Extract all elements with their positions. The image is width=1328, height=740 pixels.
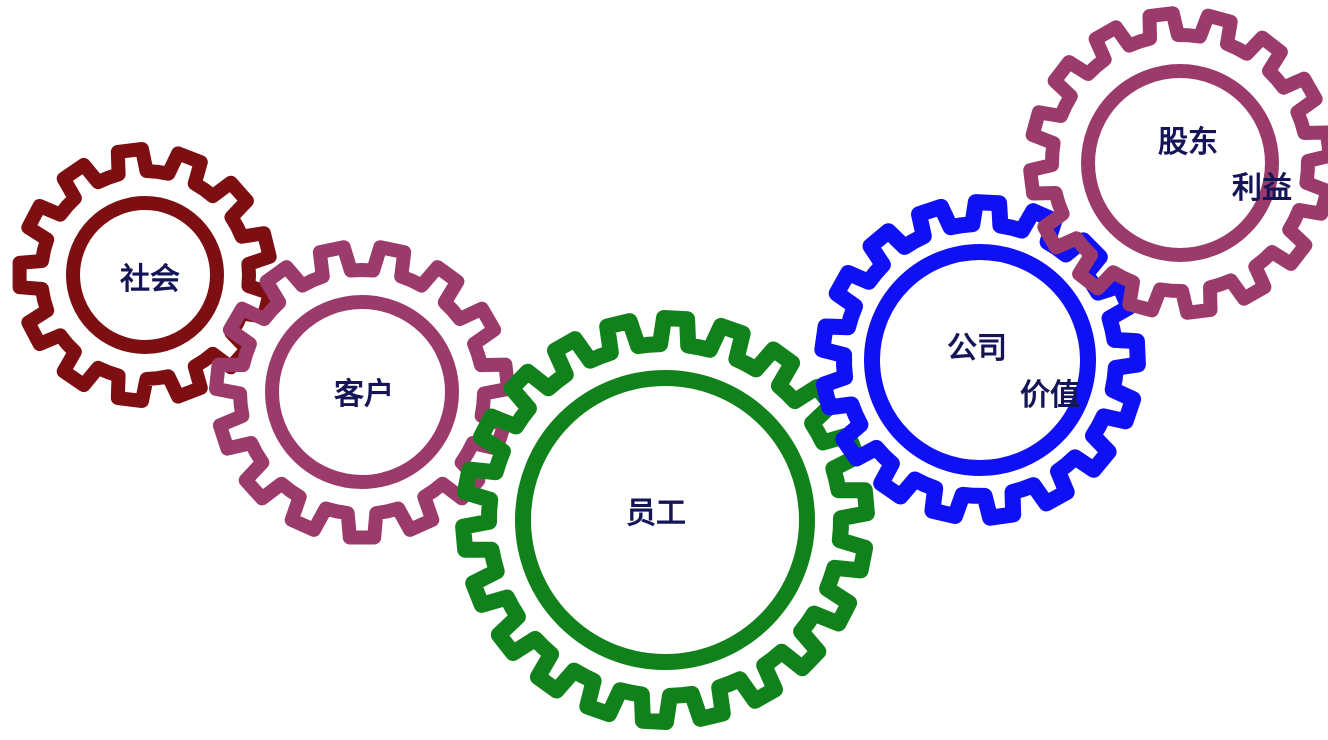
gear-employee: 员工: [455, 310, 875, 730]
gear-company: 公司 价值: [814, 194, 1146, 526]
gear-shareholder-ring: [1081, 64, 1279, 262]
gear-society-label: 社会: [120, 262, 180, 297]
gear-company-teeth: [814, 194, 1146, 526]
gear-company-label-2: 价值: [1020, 378, 1080, 413]
gear-society: 社会: [12, 142, 277, 408]
gear-society-ring: [66, 196, 224, 354]
gear-employee-teeth: [455, 310, 875, 730]
gear-shareholder-teeth: [1023, 6, 1328, 320]
gear-employee-ring: [515, 370, 815, 670]
gear-customer-teeth: [209, 240, 515, 545]
gear-customer: 客户: [209, 240, 515, 545]
gear-shareholder-label-1: 股东: [1158, 125, 1218, 160]
gear-company-ring: [864, 244, 1096, 476]
gear-society-teeth: [12, 142, 277, 408]
gear-shareholder-label-2: 利益: [1232, 171, 1292, 206]
gear-employee-label: 员工: [626, 496, 686, 531]
gear-company-label-1: 公司: [947, 331, 1007, 366]
gear-customer-ring: [265, 295, 459, 489]
gear-customer-label: 客户: [334, 377, 394, 412]
gear-shareholder: 股东 利益: [1023, 6, 1328, 320]
